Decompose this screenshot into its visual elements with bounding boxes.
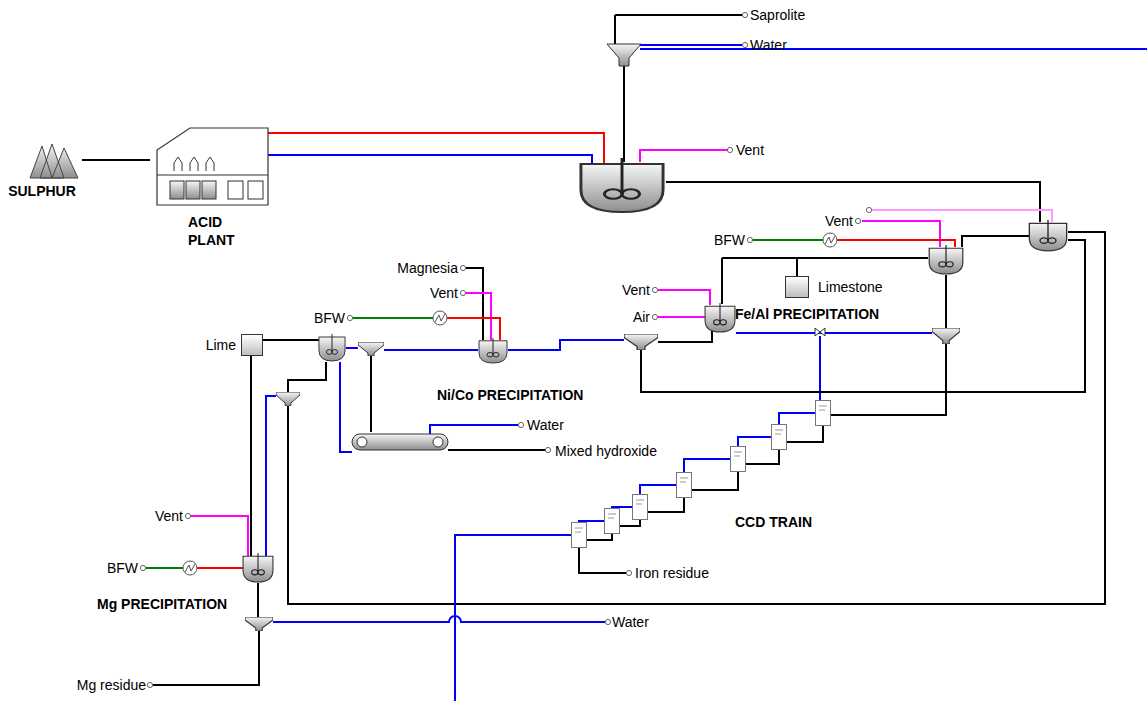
node-title: ACID PLANT [188, 213, 252, 249]
reagent-bin [241, 334, 263, 356]
wash-line [779, 413, 815, 424]
ccd-thickener [731, 447, 746, 472]
reagent-bin [785, 276, 809, 298]
wash-line [738, 437, 771, 446]
stream-label: Vent [155, 508, 183, 524]
underflow-line [746, 450, 779, 464]
stream-label: Vent [736, 142, 764, 158]
feed-line [82, 159, 150, 161]
underflow-line [648, 498, 684, 512]
underflow-line [787, 426, 823, 442]
stream-label: Mixed hydroxide [555, 443, 657, 459]
wash-line [612, 507, 632, 508]
underflow-line [587, 534, 612, 540]
stream-label: Magnesia [397, 260, 458, 276]
stream-label: BFW [714, 232, 745, 248]
acid-plant-building [150, 125, 270, 207]
node-title: Limestone [818, 279, 883, 295]
ccd-thickener [572, 523, 587, 548]
stream-label: Vent [430, 285, 458, 301]
section-heading: Ni/Co PRECIPITATION [437, 387, 583, 403]
ccd-thickener [677, 473, 692, 498]
stream-label: Saprolite [750, 7, 805, 23]
section-heading: CCD TRAIN [735, 514, 812, 530]
ccd-thickener [772, 425, 787, 450]
stream-label: Mg residue [77, 677, 146, 693]
section-heading: Fe/Al PRECIPITATION [735, 306, 879, 322]
wash-line [579, 521, 604, 522]
stream-label: Water [612, 614, 649, 630]
stream-label: Air [633, 309, 650, 325]
node-title: Lime [206, 337, 236, 353]
stream-label: BFW [314, 310, 345, 326]
stream-label: Iron residue [635, 565, 709, 581]
stream-label: BFW [107, 560, 138, 576]
node-title: SULPHUR [2, 183, 82, 199]
section-heading: Mg PRECIPITATION [97, 596, 227, 612]
wash-line [684, 459, 730, 472]
ccd-thickener [633, 495, 648, 520]
equipment-node: ACID PLANT [150, 125, 270, 249]
equipment-node: SULPHUR [2, 140, 82, 199]
stream-label: Water [527, 417, 564, 433]
equipment-node: Lime [206, 334, 263, 356]
stream-label: Vent [622, 282, 650, 298]
stream-label: Vent [825, 213, 853, 229]
equipment-node: Limestone [785, 276, 883, 298]
stream-label: Water [750, 37, 787, 53]
ccd-thickener [816, 401, 831, 426]
underflow-line [692, 472, 738, 490]
underflow-line [620, 520, 640, 526]
ccd-thickener [605, 509, 620, 534]
sulphur-pile [2, 140, 82, 180]
wash-line [640, 485, 676, 494]
